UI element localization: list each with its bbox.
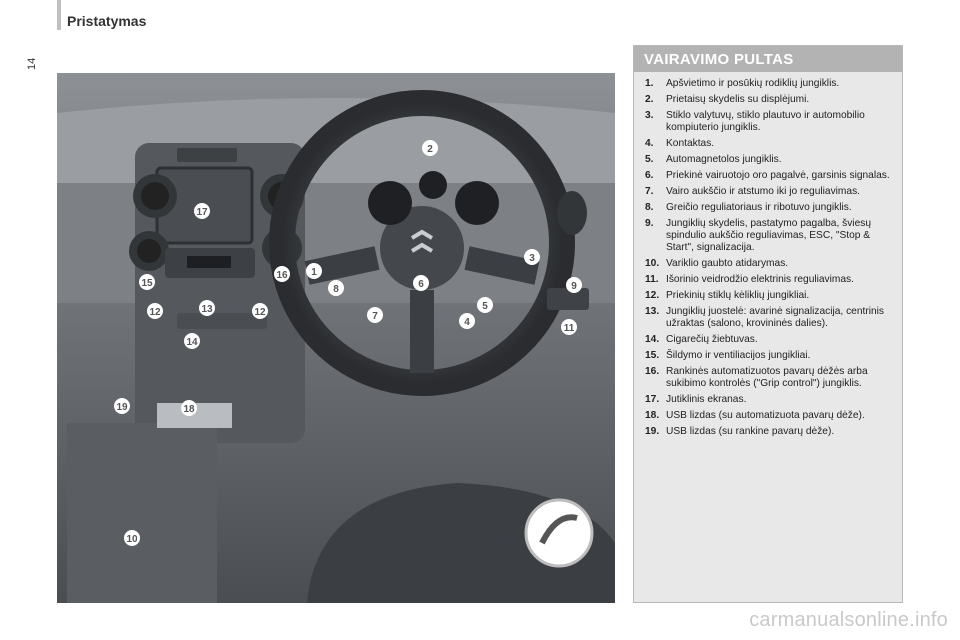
list-item: 15. Šildymo ir ventiliacijos jungikliai. bbox=[645, 350, 896, 362]
list-item: 7. Vairo aukščio ir atstumo iki jo reguli… bbox=[645, 186, 896, 198]
dashboard-illustration: 1 2 3 4 5 6 7 8 9 10 11 12 12 13 14 15 1… bbox=[57, 73, 615, 603]
list-item: 12. Priekinių stiklų kėliklių jungikliai. bbox=[645, 290, 896, 302]
item-number: 6. bbox=[645, 170, 654, 181]
list-item: 16. Rankinės automatizuotos pavarų dėžės … bbox=[645, 366, 896, 390]
list-item: 9. Jungiklių skydelis, pastatymo pagalba,… bbox=[645, 218, 896, 254]
list-item: 19. USB lizdas (su rankine pavarų dėže). bbox=[645, 426, 896, 438]
page-title: Pristatymas bbox=[67, 13, 147, 29]
watermark: carmanualsonline.info bbox=[749, 609, 948, 631]
item-text: Stiklo valytuvų, stiklo plautuvo ir auto… bbox=[666, 110, 865, 133]
callout-10: 10 bbox=[126, 534, 138, 545]
item-number: 14. bbox=[645, 334, 660, 345]
list-item: 1. Apšvietimo ir posūkių rodiklių jungikl… bbox=[645, 78, 896, 90]
item-number: 9. bbox=[645, 218, 654, 229]
item-number: 4. bbox=[645, 138, 654, 149]
list-item: 14. Cigarečių žiebtuvas. bbox=[645, 334, 896, 346]
item-text: Kontaktas. bbox=[666, 138, 715, 149]
item-number: 12. bbox=[645, 290, 660, 301]
item-text: USB lizdas (su rankine pavarų dėže). bbox=[666, 426, 835, 437]
item-text: USB lizdas (su automatizuota pavarų dėže… bbox=[666, 410, 865, 421]
callout-17: 17 bbox=[196, 207, 208, 218]
item-text: Išorinio veidrodžio elektrinis reguliavi… bbox=[666, 274, 854, 285]
callout-14: 14 bbox=[186, 337, 198, 348]
item-number: 10. bbox=[645, 258, 660, 269]
callout-15: 15 bbox=[141, 278, 153, 289]
callout-18: 18 bbox=[183, 404, 195, 415]
item-number: 1. bbox=[645, 78, 654, 89]
item-text: Vairo aukščio ir atstumo iki jo reguliav… bbox=[666, 186, 861, 197]
item-text: Šildymo ir ventiliacijos jungikliai. bbox=[666, 350, 811, 361]
callout-9: 9 bbox=[571, 281, 577, 292]
item-text: Cigarečių žiebtuvas. bbox=[666, 334, 758, 345]
list-item: 4. Kontaktas. bbox=[645, 138, 896, 150]
callout-7: 7 bbox=[372, 311, 378, 322]
item-number: 11. bbox=[645, 274, 659, 285]
list-item: 8. Greičio reguliatoriaus ir ribotuvo jun… bbox=[645, 202, 896, 214]
list-item: 17. Jutiklinis ekranas. bbox=[645, 394, 896, 406]
item-text: Prietaisų skydelis su displėjumi. bbox=[666, 94, 810, 105]
items-list: 1. Apšvietimo ir posūkių rodiklių jungikl… bbox=[634, 72, 902, 438]
item-number: 8. bbox=[645, 202, 654, 213]
item-text: Apšvietimo ir posūkių rodiklių jungiklis… bbox=[666, 78, 840, 89]
item-text: Jungiklių juostelė: avarinė signalizacij… bbox=[666, 306, 885, 329]
item-text: Priekinių stiklų kėliklių jungikliai. bbox=[666, 290, 810, 301]
item-text: Jutiklinis ekranas. bbox=[666, 394, 747, 405]
callout-16: 16 bbox=[276, 270, 288, 281]
list-item: 3. Stiklo valytuvų, stiklo plautuvo ir au… bbox=[645, 110, 896, 134]
item-text: Jungiklių skydelis, pastatymo pagalba, š… bbox=[666, 218, 871, 253]
callout-12-right: 12 bbox=[254, 307, 266, 318]
callout-2: 2 bbox=[427, 144, 433, 155]
list-item: 10. Variklio gaubto atidarymas. bbox=[645, 258, 896, 270]
callout-6: 6 bbox=[418, 279, 424, 290]
item-number: 19. bbox=[645, 426, 660, 437]
item-text: Greičio reguliatoriaus ir ribotuvo jungi… bbox=[666, 202, 852, 213]
list-item: 6. Priekinė vairuotojo oro pagalvė, garsi… bbox=[645, 170, 896, 182]
item-number: 5. bbox=[645, 154, 654, 165]
item-text: Rankinės automatizuotos pavarų dėžės arb… bbox=[666, 366, 868, 389]
item-number: 2. bbox=[645, 94, 654, 105]
list-item: 2. Prietaisų skydelis su displėjumi. bbox=[645, 94, 896, 106]
list-item: 18. USB lizdas (su automatizuota pavarų d… bbox=[645, 410, 896, 422]
item-text: Variklio gaubto atidarymas. bbox=[666, 258, 789, 269]
item-text: Priekinė vairuotojo oro pagalvė, garsini… bbox=[666, 170, 890, 181]
list-item: 11. Išorinio veidrodžio elektrinis reguli… bbox=[645, 274, 896, 286]
callout-4: 4 bbox=[464, 317, 470, 328]
panel-title: VAIRAVIMO PULTAS bbox=[634, 46, 902, 72]
item-number: 3. bbox=[645, 110, 654, 121]
callout-1: 1 bbox=[311, 267, 317, 278]
callout-3: 3 bbox=[529, 253, 535, 264]
callout-5: 5 bbox=[482, 301, 488, 312]
list-item: 13. Jungiklių juostelė: avarinė signaliza… bbox=[645, 306, 896, 330]
item-number: 16. bbox=[645, 366, 660, 377]
item-number: 13. bbox=[645, 306, 660, 317]
callout-19: 19 bbox=[116, 402, 128, 413]
page-number: 14 bbox=[26, 57, 38, 70]
info-panel: VAIRAVIMO PULTAS 1. Apšvietimo ir posūkių… bbox=[633, 45, 903, 603]
item-text: Automagnetolos jungiklis. bbox=[666, 154, 782, 165]
item-number: 7. bbox=[645, 186, 654, 197]
callout-8: 8 bbox=[333, 284, 339, 295]
callout-11: 11 bbox=[564, 323, 575, 334]
item-number: 15. bbox=[645, 350, 660, 361]
list-item: 5. Automagnetolos jungiklis. bbox=[645, 154, 896, 166]
header-bar bbox=[57, 0, 61, 30]
item-number: 17. bbox=[645, 394, 660, 405]
callout-13: 13 bbox=[201, 304, 213, 315]
item-number: 18. bbox=[645, 410, 660, 421]
callout-12-left: 12 bbox=[149, 307, 161, 318]
